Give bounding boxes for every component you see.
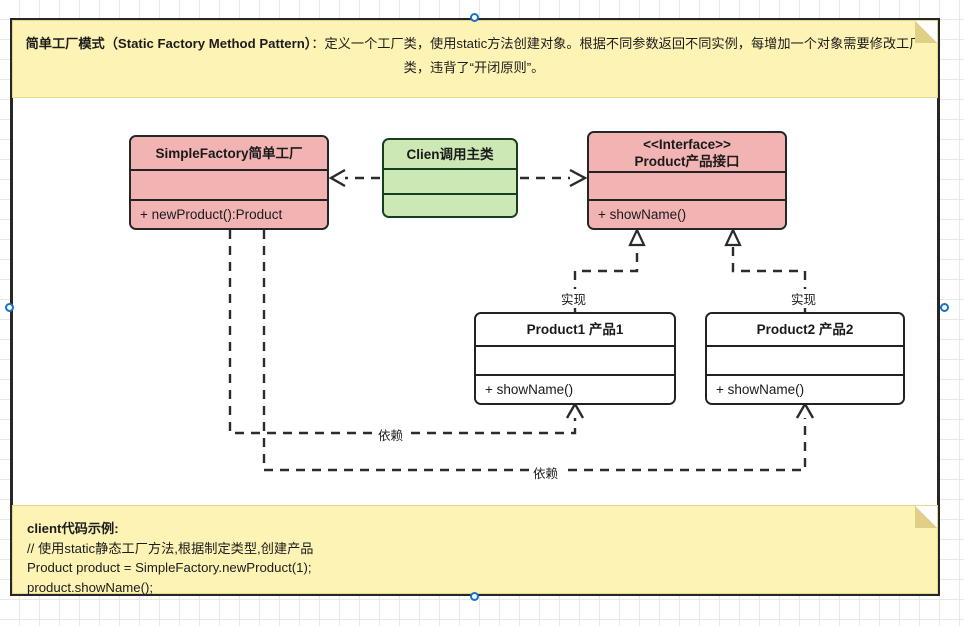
edge-label-p1-realize: 实现: [558, 289, 590, 308]
arrowhead-factory-dep-p1: [565, 401, 585, 419]
class-box-product1[interactable]: Product1 产品1 + showName(): [474, 312, 676, 405]
class-operations-client: [384, 193, 516, 216]
class-title-product-interface: <<Interface>> Product产品接口: [589, 133, 785, 171]
class-name-client: Clien调用主类: [406, 146, 494, 162]
note-bottom-text: client代码示例: // 使用static静态工厂方法,根据制定类型,创建产品…: [13, 506, 937, 597]
class-stereotype-product-interface: <<Interface>>: [643, 137, 731, 152]
note-top-text: 简单工厂模式（Static Factory Method Pattern）：定义…: [13, 21, 937, 80]
resize-handle-bottom[interactable]: [470, 592, 479, 601]
note-client-code-example[interactable]: client代码示例: // 使用static静态工厂方法,根据制定类型,创建产品…: [12, 505, 938, 597]
class-attributes-product1: [476, 345, 674, 374]
resize-handle-right[interactable]: [940, 303, 949, 312]
class-attributes-product2: [707, 345, 903, 374]
class-attributes-product-interface: [589, 171, 785, 199]
class-box-client[interactable]: Clien调用主类: [382, 138, 518, 218]
class-operations-simple-factory: + newProduct():Product: [131, 199, 327, 228]
edge-factory-dep-p2: [262, 230, 807, 472]
edge-label-factory-dep-p2: 依赖: [530, 463, 562, 482]
class-attributes-client: [384, 168, 516, 193]
arrowhead-factory-dep-p2: [795, 401, 815, 419]
code-line-2: Product product = SimpleFactory.newProdu…: [27, 560, 312, 575]
code-line-3: product.showName();: [27, 579, 154, 595]
class-operations-product-interface: + showName(): [589, 199, 785, 228]
edge-label-p2-realize: 实现: [788, 289, 820, 308]
note-top-title: 简单工厂模式（Static Factory Method Pattern）: [25, 36, 312, 51]
code-line-1: // 使用static静态工厂方法,根据制定类型,创建产品: [27, 540, 314, 556]
class-operations-product2: + showName(): [707, 374, 903, 403]
class-box-product-interface[interactable]: <<Interface>> Product产品接口 + showName(): [587, 131, 787, 230]
note-fold-corner-icon: [915, 21, 937, 43]
class-operations-product1: + showName(): [476, 374, 674, 403]
note-fold-corner-icon-bottom: [915, 506, 937, 528]
class-name-product2: Product2 产品2: [756, 322, 854, 337]
arrowhead-client-to-factory: [328, 168, 346, 188]
class-name-product1: Product1 产品1: [526, 322, 624, 337]
arrowhead-p1-realize: [628, 227, 646, 247]
edge-label-factory-dep-p1: 依赖: [375, 425, 407, 444]
class-box-simple-factory[interactable]: SimpleFactory简单工厂 + newProduct():Product: [129, 135, 329, 230]
note-pattern-description[interactable]: 简单工厂模式（Static Factory Method Pattern）：定义…: [12, 20, 938, 98]
class-box-product2[interactable]: Product2 产品2 + showName(): [705, 312, 905, 405]
code-header: client代码示例:: [27, 521, 119, 536]
class-title-product1: Product1 产品1: [476, 314, 674, 345]
resize-handle-top[interactable]: [470, 13, 479, 22]
class-title-product2: Product2 产品2: [707, 314, 903, 345]
class-title-simple-factory: SimpleFactory简单工厂: [131, 137, 327, 169]
class-name-simple-factory: SimpleFactory简单工厂: [155, 145, 303, 161]
class-attributes-simple-factory: [131, 169, 327, 199]
class-name-product-interface: Product产品接口: [634, 154, 740, 169]
resize-handle-left[interactable]: [5, 303, 14, 312]
note-top-body: ：定义一个工厂类，使用static方法创建对象。根据不同参数返回不同实例，每增加…: [311, 36, 923, 75]
class-title-client: Clien调用主类: [384, 140, 516, 168]
arrowhead-p2-realize: [724, 227, 742, 247]
arrowhead-client-to-product: [569, 168, 588, 188]
